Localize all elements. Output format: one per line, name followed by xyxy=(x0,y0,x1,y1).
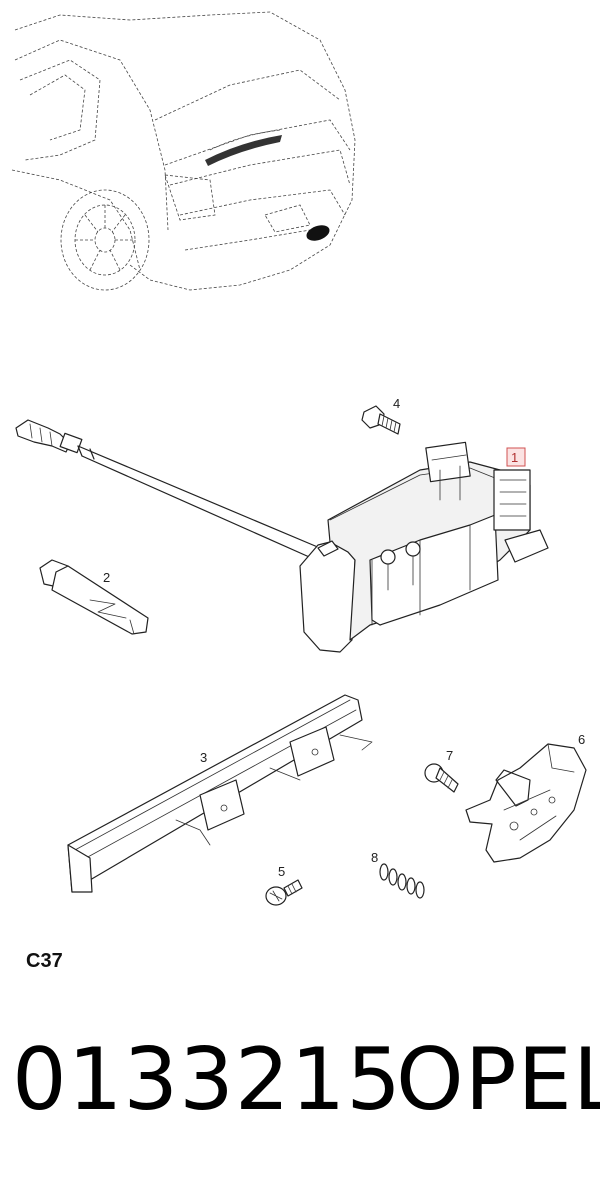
callout-6: 6 xyxy=(578,732,585,747)
part-8-spring xyxy=(379,863,425,899)
figure-code: C37 xyxy=(26,950,63,972)
part-1-lock-actuator xyxy=(15,419,549,653)
callout-1-highlight-box xyxy=(506,447,526,467)
part-7-screw xyxy=(424,763,459,793)
part-5-screw xyxy=(265,879,303,906)
callout-2: 2 xyxy=(103,570,110,585)
lock-location-marker xyxy=(306,225,330,241)
callout-7: 7 xyxy=(446,748,453,763)
part-4-bolt xyxy=(361,405,401,435)
callout-3: 3 xyxy=(200,750,207,765)
part-2-connector-sleeve xyxy=(39,559,149,635)
car-rear-overview xyxy=(11,11,356,291)
brand-name: OPEL xyxy=(396,1030,600,1130)
callout-8: 8 xyxy=(371,850,378,865)
part-6-striker-plate xyxy=(465,743,587,863)
callout-5: 5 xyxy=(278,864,285,879)
callout-4: 4 xyxy=(393,396,400,411)
part-number: 0133215 xyxy=(12,1030,403,1130)
part-3-bracket-rail xyxy=(67,694,373,893)
callout-1: 1 xyxy=(511,450,518,465)
